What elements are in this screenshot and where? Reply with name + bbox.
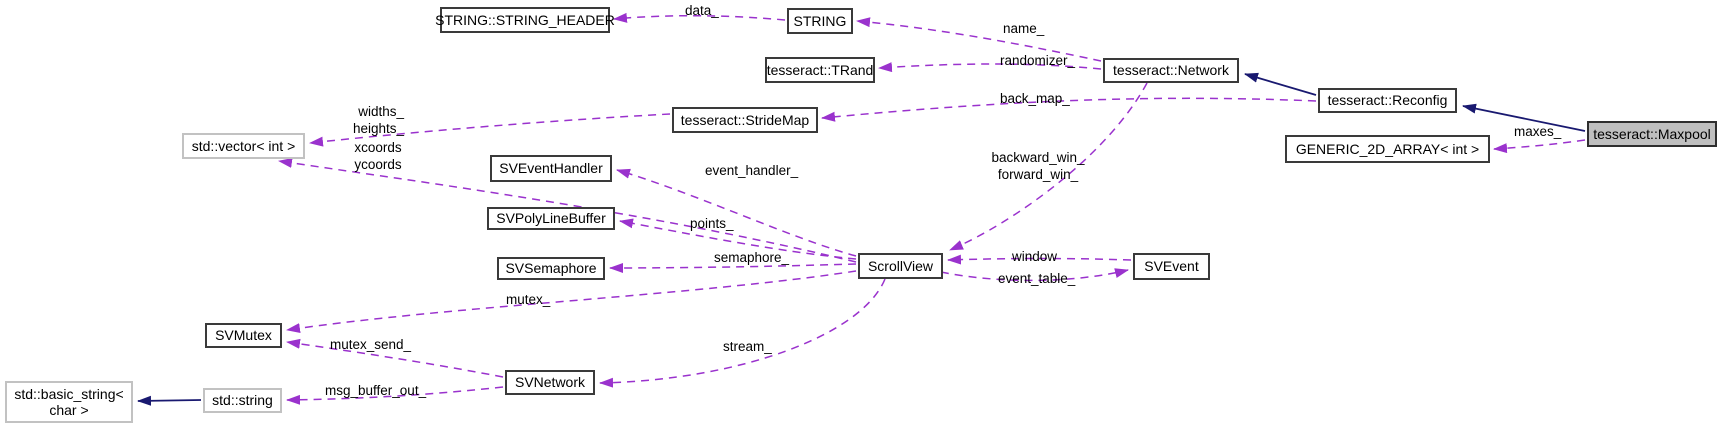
node-std-vector-int: std::vector< int > — [182, 133, 305, 159]
node-sveventhandler[interactable]: SVEventHandler — [490, 155, 612, 182]
node-tesseract-stridemap[interactable]: tesseract::StrideMap — [672, 107, 818, 133]
edge-event-handler — [616, 168, 857, 257]
edge-data — [613, 12, 786, 23]
node-scrollview[interactable]: ScrollView — [858, 253, 943, 279]
edge-msg-buffer-out — [286, 386, 504, 405]
node-svmutex[interactable]: SVMutex — [205, 323, 282, 348]
node-tesseract-maxpool: tesseract::Maxpool — [1587, 121, 1717, 147]
node-svnetwork[interactable]: SVNetwork — [505, 370, 595, 395]
edge-maxpool-inherits-reconfig — [1462, 103, 1586, 132]
node-tesseract-reconfig[interactable]: tesseract::Reconfig — [1318, 88, 1457, 113]
edge-name — [856, 17, 1102, 62]
edge-maxes — [1493, 139, 1586, 154]
edge-xcoords-ycoords — [278, 157, 857, 263]
node-std-basic-string-char: std::basic_string< char > — [5, 381, 133, 423]
node-string[interactable]: STRING — [787, 8, 853, 34]
node-string-string-header[interactable]: STRING::STRING_HEADER — [435, 7, 615, 33]
node-svpolylinebuffer[interactable]: SVPolyLineBuffer — [487, 207, 615, 230]
node-std-string: std::string — [203, 388, 282, 413]
edge-back-map — [821, 97, 1317, 122]
node-svsemaphore[interactable]: SVSemaphore — [497, 257, 605, 280]
node-svevent[interactable]: SVEvent — [1133, 253, 1210, 280]
edge-mutex — [286, 270, 857, 334]
edge-semaphore — [609, 262, 857, 273]
edge-points — [619, 218, 857, 260]
edge-widths-heights — [309, 113, 671, 147]
node-tesseract-trand[interactable]: tesseract::TRand — [765, 57, 875, 83]
edge-randomizer — [878, 62, 1102, 73]
edge-string-inherits-basic-string — [137, 395, 202, 406]
node-tesseract-network[interactable]: tesseract::Network — [1103, 58, 1239, 83]
edge-window — [947, 254, 1132, 265]
edge-mutex-send — [286, 338, 504, 378]
node-generic-2d-array-int[interactable]: GENERIC_2D_ARRAY< int > — [1285, 135, 1490, 163]
edge-event-table — [940, 268, 1129, 282]
edge-backward-forward-win — [949, 82, 1148, 251]
edge-reconfig-inherits-network — [1244, 72, 1317, 96]
